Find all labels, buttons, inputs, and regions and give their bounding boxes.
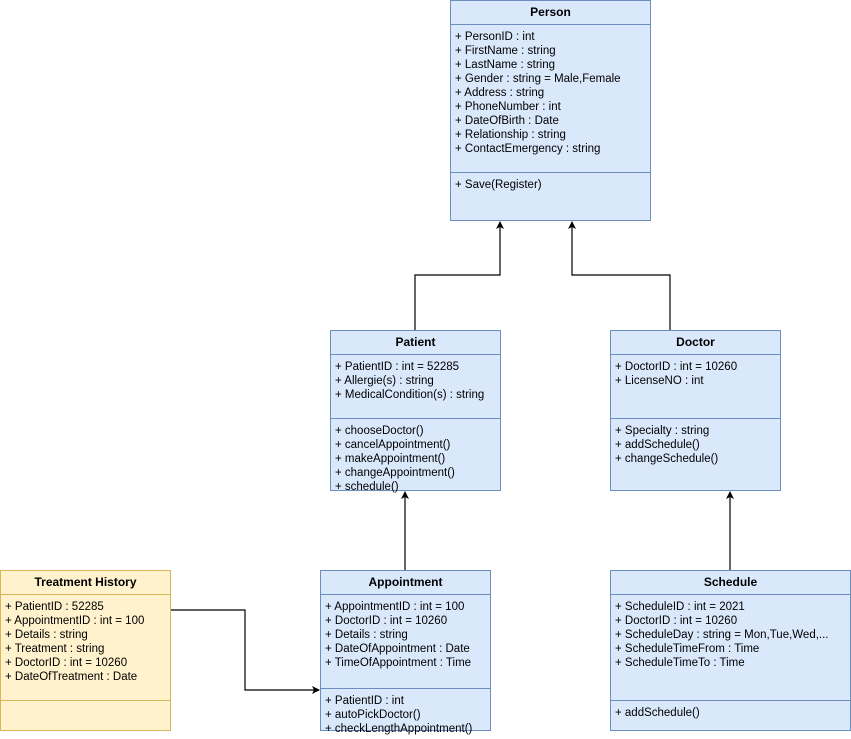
- class-schedule[interactable]: Schedule + ScheduleID : int = 2021 + Doct…: [610, 570, 851, 731]
- class-attribute: + DateOfAppointment : Date: [325, 643, 470, 655]
- class-attribute: + Details : string: [325, 629, 408, 641]
- class-method: + addSchedule(): [615, 707, 700, 719]
- class-name: Appointment: [321, 571, 490, 595]
- attributes-section: + DoctorID : int = 10260 + LicenseNO : in…: [611, 355, 780, 419]
- class-name: Person: [451, 1, 650, 25]
- class-attribute: + PatientID : int = 52285: [335, 361, 460, 373]
- class-name: Patient: [331, 331, 500, 355]
- class-name: Schedule: [611, 571, 850, 595]
- class-attribute: + Treatment : string: [5, 643, 105, 655]
- methods-section: [1, 701, 170, 709]
- class-attribute: + MedicalCondition(s) : string: [335, 389, 485, 401]
- class-attribute: + PersonID : int: [455, 31, 535, 43]
- class-attribute: + ScheduleTimeFrom : Time: [615, 643, 760, 655]
- attributes-section: + PersonID : int + FirstName : string + La…: [451, 25, 650, 173]
- attributes-section: + ScheduleID : int = 2021 + DoctorID : in…: [611, 595, 850, 701]
- class-attribute: + PatientID : 52285: [5, 601, 104, 613]
- class-attribute: + FirstName : string: [455, 45, 556, 57]
- class-attribute: + ScheduleDay : string = Mon,Tue,Wed,...: [615, 629, 829, 641]
- class-attribute: + Details : string: [5, 629, 88, 641]
- class-method: + schedule(): [335, 481, 399, 493]
- class-method: + cancelAppointment(): [335, 439, 451, 451]
- class-treatment-history[interactable]: Treatment History + PatientID : 52285 + A…: [0, 570, 171, 731]
- class-attribute: + Allergie(s) : string: [335, 375, 434, 387]
- class-attribute: + ContactEmergency : string: [455, 143, 601, 155]
- class-method: + addSchedule(): [615, 439, 700, 451]
- methods-section: + chooseDoctor() + cancelAppointment() + m…: [331, 419, 500, 497]
- class-attribute: + LicenseNO : int: [615, 375, 704, 387]
- class-method: + Specialty : string: [615, 425, 710, 437]
- methods-section: + Save(Register): [451, 173, 650, 195]
- methods-section: + addSchedule(): [611, 701, 850, 723]
- class-attribute: + Relationship : string: [455, 129, 566, 141]
- class-attribute: + PhoneNumber : int: [455, 101, 561, 113]
- class-method: + makeAppointment(): [335, 453, 446, 465]
- class-attribute: + DoctorID : int = 10260: [615, 615, 738, 627]
- edge-doctor-to-person: [568, 221, 671, 330]
- class-attribute: + Address : string: [455, 87, 545, 99]
- class-name: Doctor: [611, 331, 780, 355]
- class-method: + PatientID : int: [325, 695, 404, 707]
- attributes-section: + PatientID : int = 52285 + Allergie(s) :…: [331, 355, 500, 419]
- edge-patient-to-person: [414, 221, 504, 330]
- class-attribute: + Gender : string = Male,Female: [455, 73, 621, 85]
- class-attribute: + ScheduleTimeTo : Time: [615, 657, 745, 669]
- attributes-section: + AppointmentID : int = 100 + DoctorID : …: [321, 595, 490, 689]
- class-attribute: + AppointmentID : int = 100: [325, 601, 465, 613]
- class-attribute: + DoctorID : int = 10260: [5, 657, 128, 669]
- class-attribute: + DoctorID : int = 10260: [615, 361, 738, 373]
- class-attribute: + ScheduleID : int = 2021: [615, 601, 745, 613]
- class-method: + changeSchedule(): [615, 453, 719, 465]
- class-method: + Save(Register): [455, 179, 542, 191]
- class-method: + changeAppointment(): [335, 467, 455, 479]
- class-method: + chooseDoctor(): [335, 425, 424, 437]
- class-method: + checkLengthAppointment(): [325, 723, 473, 735]
- class-attribute: + DoctorID : int = 10260: [325, 615, 448, 627]
- class-person[interactable]: Person + PersonID : int + FirstName : str…: [450, 0, 651, 221]
- class-method: + autoPickDoctor(): [325, 709, 421, 721]
- class-appointment[interactable]: Appointment + AppointmentID : int = 100+…: [320, 570, 491, 735]
- class-attribute: + DateOfTreatment : Date: [5, 671, 138, 683]
- class-patient[interactable]: Patient + PatientID : int = 52285 + Aller…: [330, 330, 501, 493]
- class-name: Treatment History: [1, 571, 170, 595]
- methods-section: + PatientID : int + autoPickDoctor() + che…: [321, 689, 490, 739]
- edge-treatment-to-appointment: [171, 609, 320, 694]
- class-attribute: + DateOfBirth : Date: [455, 115, 559, 127]
- class-attribute: + AppointmentID : int = 100: [5, 615, 145, 627]
- class-attribute: + TimeOfAppointment : Time: [325, 657, 472, 669]
- attributes-section: + PatientID : 52285 + AppointmentID : int…: [1, 595, 170, 701]
- class-doctor[interactable]: Doctor + DoctorID : int = 10260 + License…: [610, 330, 781, 491]
- methods-section: + Specialty : string + addSchedule() + cha…: [611, 419, 780, 469]
- class-attribute: + LastName : string: [455, 59, 556, 71]
